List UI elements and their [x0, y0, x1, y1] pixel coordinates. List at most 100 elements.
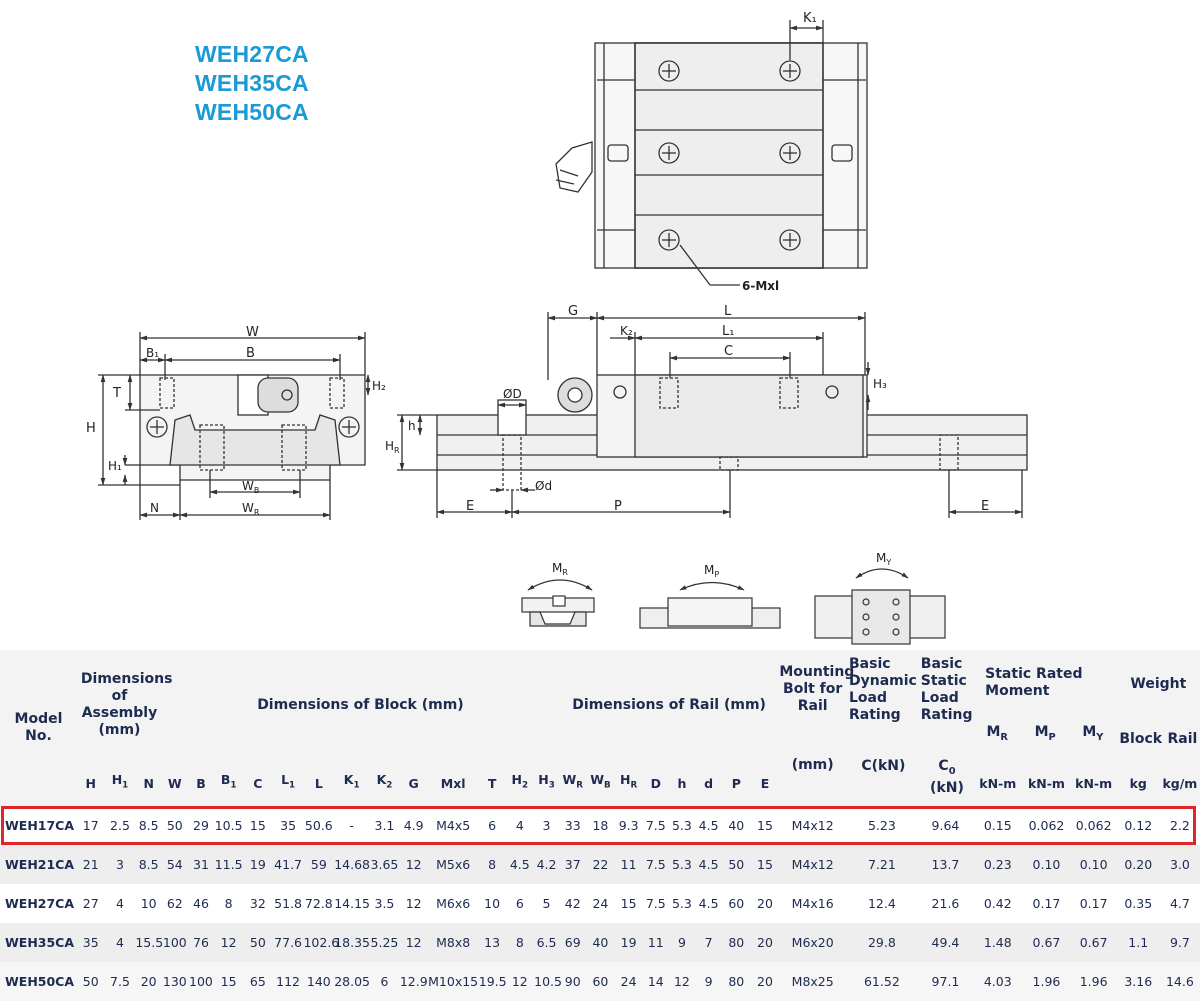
table-cell: 4.5 [698, 896, 719, 911]
column-header-label: WB [590, 772, 611, 791]
table-cell: 0.67 [1079, 935, 1108, 950]
model-cell: WEH35CA [5, 935, 75, 950]
table-cell: 90 [564, 974, 581, 989]
table-cell: 7.5 [110, 974, 130, 989]
header-moment-label: Static Rated Moment [985, 666, 1083, 699]
table-cell: 10 [484, 896, 501, 911]
table-cell: 10 [140, 896, 157, 911]
table-cell: M4x12 [791, 818, 834, 833]
side-view-drawing [397, 312, 1028, 518]
table-cell: 20 [757, 974, 773, 989]
column-header: kg [1117, 760, 1160, 806]
header-dynamic: Basic Dynamic Load Rating C(kN) [846, 650, 918, 806]
table-cell: 0.67 [1032, 935, 1061, 950]
table-cell: 17 [82, 818, 99, 833]
table-cell: 6 [515, 896, 524, 911]
table-cell: 4.5 [698, 857, 719, 872]
table-cell: 62 [166, 896, 183, 911]
table-cell: 15 [757, 857, 773, 872]
table-cell: 19.5 [478, 974, 507, 989]
table-cell: 46 [193, 896, 209, 911]
column-header: P [722, 760, 751, 806]
dim-label-g: G [568, 304, 578, 319]
table-cell: 29 [193, 818, 209, 833]
table-cell: 15 [249, 818, 266, 833]
table-cell: 0.35 [1124, 896, 1153, 911]
column-header-label: W [167, 775, 182, 791]
table-cell: 9.3 [618, 818, 639, 833]
column-header: K1 [334, 760, 369, 806]
table-cell: M4x12 [791, 857, 834, 872]
table-cell: 7.5 [645, 818, 666, 833]
table-cell: 3.0 [1169, 857, 1190, 872]
table-cell: 3 [542, 818, 551, 833]
table-cell: 28.05 [334, 974, 371, 989]
header-rail: Dimensions of Rail (mm) [572, 696, 766, 713]
column-header-label: K2 [376, 772, 393, 791]
dim-label-l1: L₁ [722, 324, 734, 339]
column-header: d [695, 760, 722, 806]
table-cell: 100 [162, 935, 187, 950]
table-cell: M10x15 [428, 974, 479, 989]
dim-label-b1: B₁ [146, 346, 159, 360]
table-cell: 60 [728, 896, 745, 911]
table-cell: 7.5 [645, 896, 666, 911]
table-cell: 102.6 [303, 935, 340, 950]
table-cell: 4.03 [983, 974, 1012, 989]
top-view-drawing [555, 20, 868, 286]
column-header: D [643, 760, 669, 806]
table-cell: 80 [728, 974, 745, 989]
column-header-label: C [253, 775, 263, 791]
column-header: WB [587, 760, 615, 806]
table-cell: 15 [220, 974, 237, 989]
front-view-drawing [98, 332, 371, 520]
table-cell: 8 [224, 896, 233, 911]
header-moment: Static Rated Moment MR MP MY [973, 650, 1117, 760]
column-header-label: N [143, 775, 154, 791]
table-cell: 50 [166, 818, 183, 833]
table-cell: 24 [592, 896, 609, 911]
table-cell: 12.9 [399, 974, 428, 989]
dim-label-h3: H₃ [873, 377, 887, 391]
table-cell: 51.8 [274, 896, 303, 911]
model-cell: WEH27CA [5, 896, 75, 911]
table-cell: 0.20 [1124, 857, 1153, 872]
header-dynamic-label: Basic Dynamic Load Rating [849, 656, 917, 723]
table-cell: 5.23 [867, 818, 896, 833]
table-cell: 19 [620, 935, 637, 950]
column-header: B1 [214, 760, 243, 806]
table-cell: 12.4 [867, 896, 896, 911]
table-cell: M8x25 [791, 974, 834, 989]
table-cell: 50.6 [304, 818, 333, 833]
column-header: WR [559, 760, 587, 806]
series-title: WEH35CA [195, 70, 309, 96]
column-header: B [188, 760, 215, 806]
table-cell: 15 [620, 896, 637, 911]
dim-label-c: C [724, 344, 733, 359]
table-cell: 4 [115, 896, 124, 911]
dim-label-w: W [246, 325, 259, 340]
table-cell: 14 [647, 974, 664, 989]
column-header-label: H [85, 775, 96, 791]
table-cell: 0.10 [1079, 857, 1108, 872]
table-cell: 6.5 [536, 935, 557, 950]
table-cell: 40 [728, 818, 745, 833]
table-cell: 11 [647, 935, 664, 950]
column-header-label: D [650, 775, 661, 791]
column-header-label: kg/m [1162, 775, 1198, 791]
bolt-note-label: 6-Mxl [742, 279, 779, 293]
table-cell: 15 [757, 818, 773, 833]
table-cell: 27 [82, 896, 99, 911]
column-header: HR [614, 760, 643, 806]
column-header-label: H3 [538, 772, 555, 791]
technical-drawings: K₁ 6-Mxl [86, 11, 1028, 645]
column-header-label: P [731, 775, 741, 791]
column-header-label: T [487, 775, 497, 791]
table-cell: 12 [405, 935, 422, 950]
table-cell: 12 [220, 935, 237, 950]
table-cell: 9 [677, 935, 686, 950]
table-cell: 50 [249, 935, 266, 950]
table-cell: 49.4 [931, 935, 960, 950]
table-cell: 40 [592, 935, 609, 950]
